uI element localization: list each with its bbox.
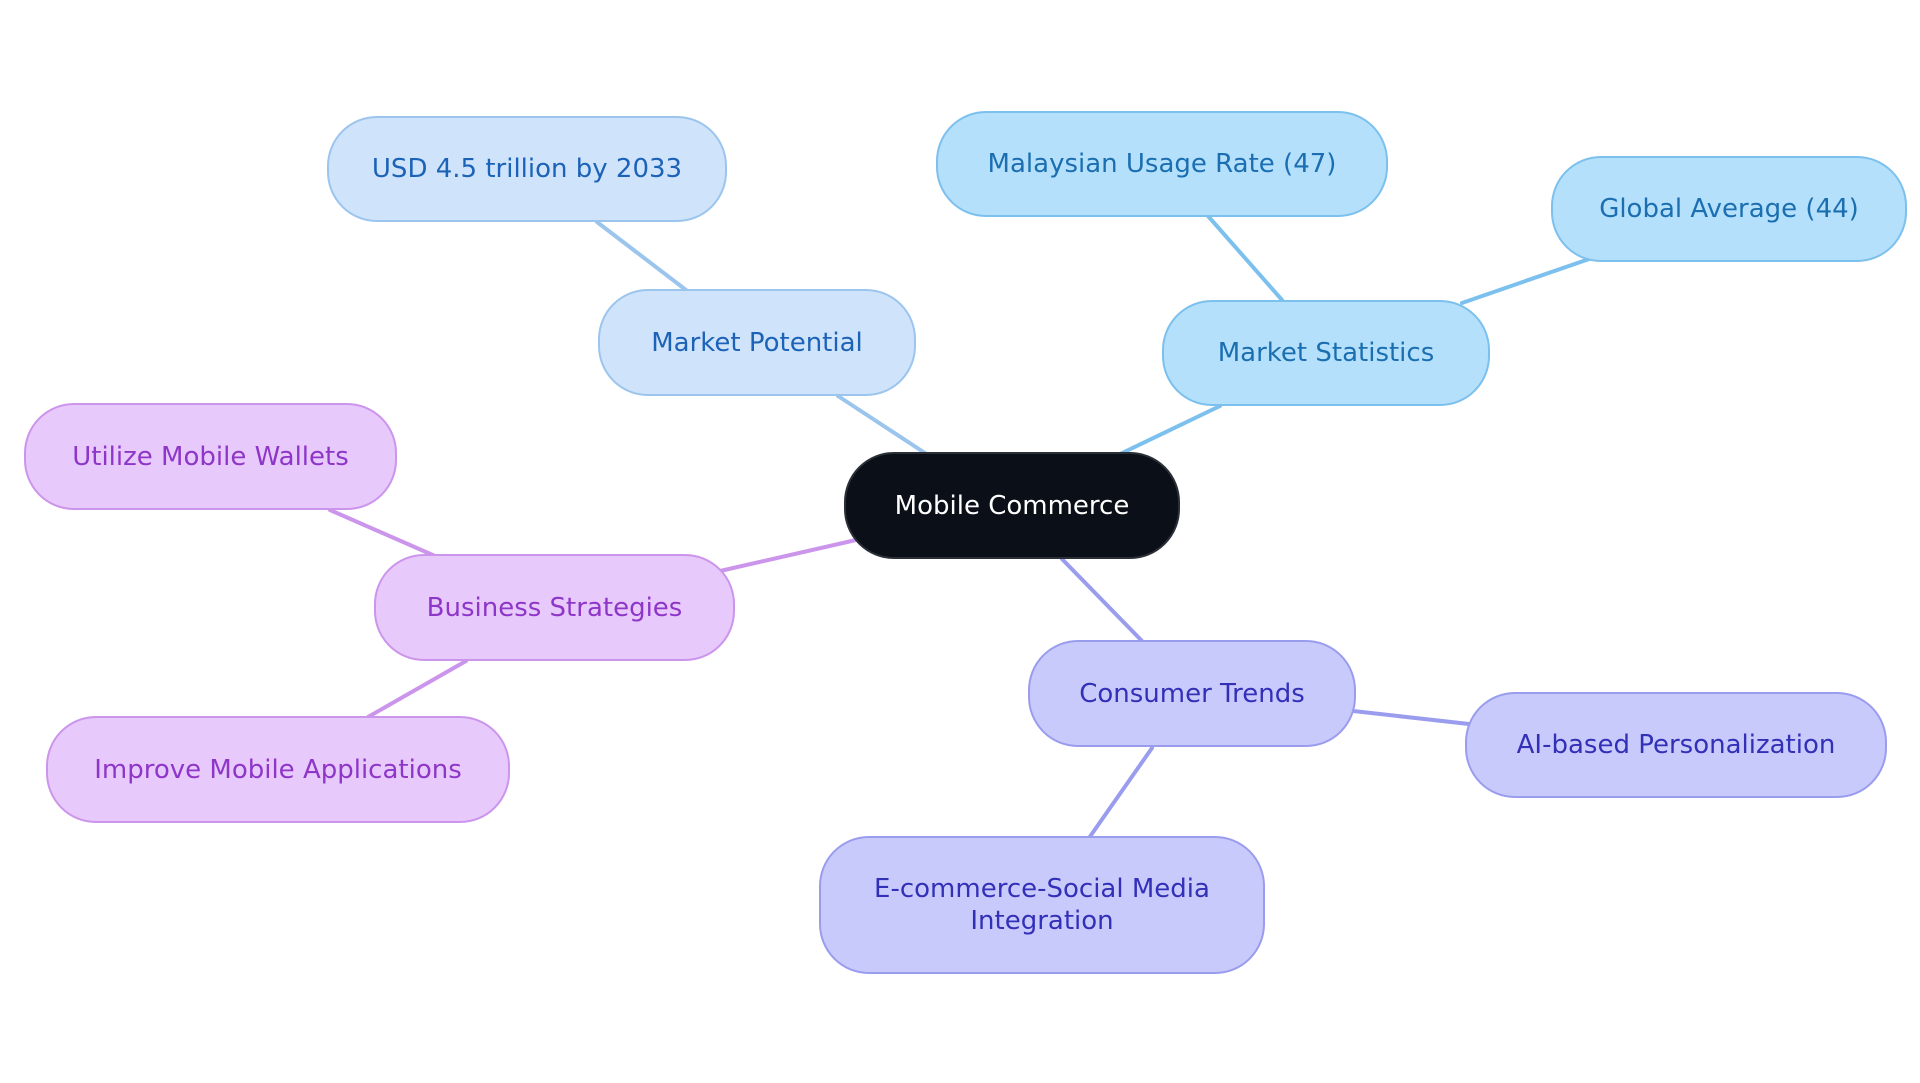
branch-market-statistics-label: Market Statistics <box>1217 338 1435 368</box>
edge-consumer-trends-ai <box>1351 709 1471 726</box>
leaf-usd-trillion-label: USD 4.5 trillion by 2033 <box>371 154 683 184</box>
leaf-global-average[interactable]: Global Average (44) <box>1551 156 1907 262</box>
edge-consumer-trends-social <box>1087 746 1154 840</box>
leaf-mobile-wallets[interactable]: Utilize Mobile Wallets <box>24 403 397 510</box>
edge-business-strategies-wallets <box>328 508 437 558</box>
leaf-malaysian-usage-label: Malaysian Usage Rate (47) <box>987 149 1337 179</box>
edge-market-potential-usd <box>595 220 688 292</box>
leaf-ai-personalization-label: AI-based Personalization <box>1516 730 1836 760</box>
edge-root-market-potential <box>836 394 930 457</box>
edge-market-statistics-malaysian <box>1206 214 1284 302</box>
branch-consumer-trends[interactable]: Consumer Trends <box>1028 640 1356 747</box>
branch-business-strategies[interactable]: Business Strategies <box>374 554 735 661</box>
leaf-mobile-applications[interactable]: Improve Mobile Applications <box>46 716 510 823</box>
leaf-mobile-wallets-label: Utilize Mobile Wallets <box>72 441 349 472</box>
leaf-social-media-integration-label: E-commerce-Social Media Integration <box>874 874 1210 936</box>
leaf-mobile-applications-label: Improve Mobile Applications <box>94 754 462 785</box>
edge-root-business-strategies <box>718 538 858 573</box>
edge-root-market-statistics <box>1116 404 1222 457</box>
branch-market-potential[interactable]: Market Potential <box>598 289 916 396</box>
edge-root-consumer-trends <box>1060 557 1144 643</box>
root-node-label: Mobile Commerce <box>894 490 1130 521</box>
leaf-ai-personalization[interactable]: AI-based Personalization <box>1465 692 1887 798</box>
branch-business-strategies-label: Business Strategies <box>426 592 683 623</box>
leaf-usd-trillion[interactable]: USD 4.5 trillion by 2033 <box>327 116 727 222</box>
root-node[interactable]: Mobile Commerce <box>844 452 1180 559</box>
branch-consumer-trends-label: Consumer Trends <box>1079 678 1305 709</box>
leaf-social-media-integration[interactable]: E-commerce-Social Media Integration <box>819 836 1265 974</box>
edge-business-strategies-applications <box>366 659 468 719</box>
branch-market-statistics[interactable]: Market Statistics <box>1162 300 1490 406</box>
branch-market-potential-label: Market Potential <box>651 327 863 358</box>
leaf-global-average-label: Global Average (44) <box>1599 194 1859 224</box>
leaf-malaysian-usage[interactable]: Malaysian Usage Rate (47) <box>936 111 1388 217</box>
edge-market-statistics-global <box>1460 256 1594 305</box>
